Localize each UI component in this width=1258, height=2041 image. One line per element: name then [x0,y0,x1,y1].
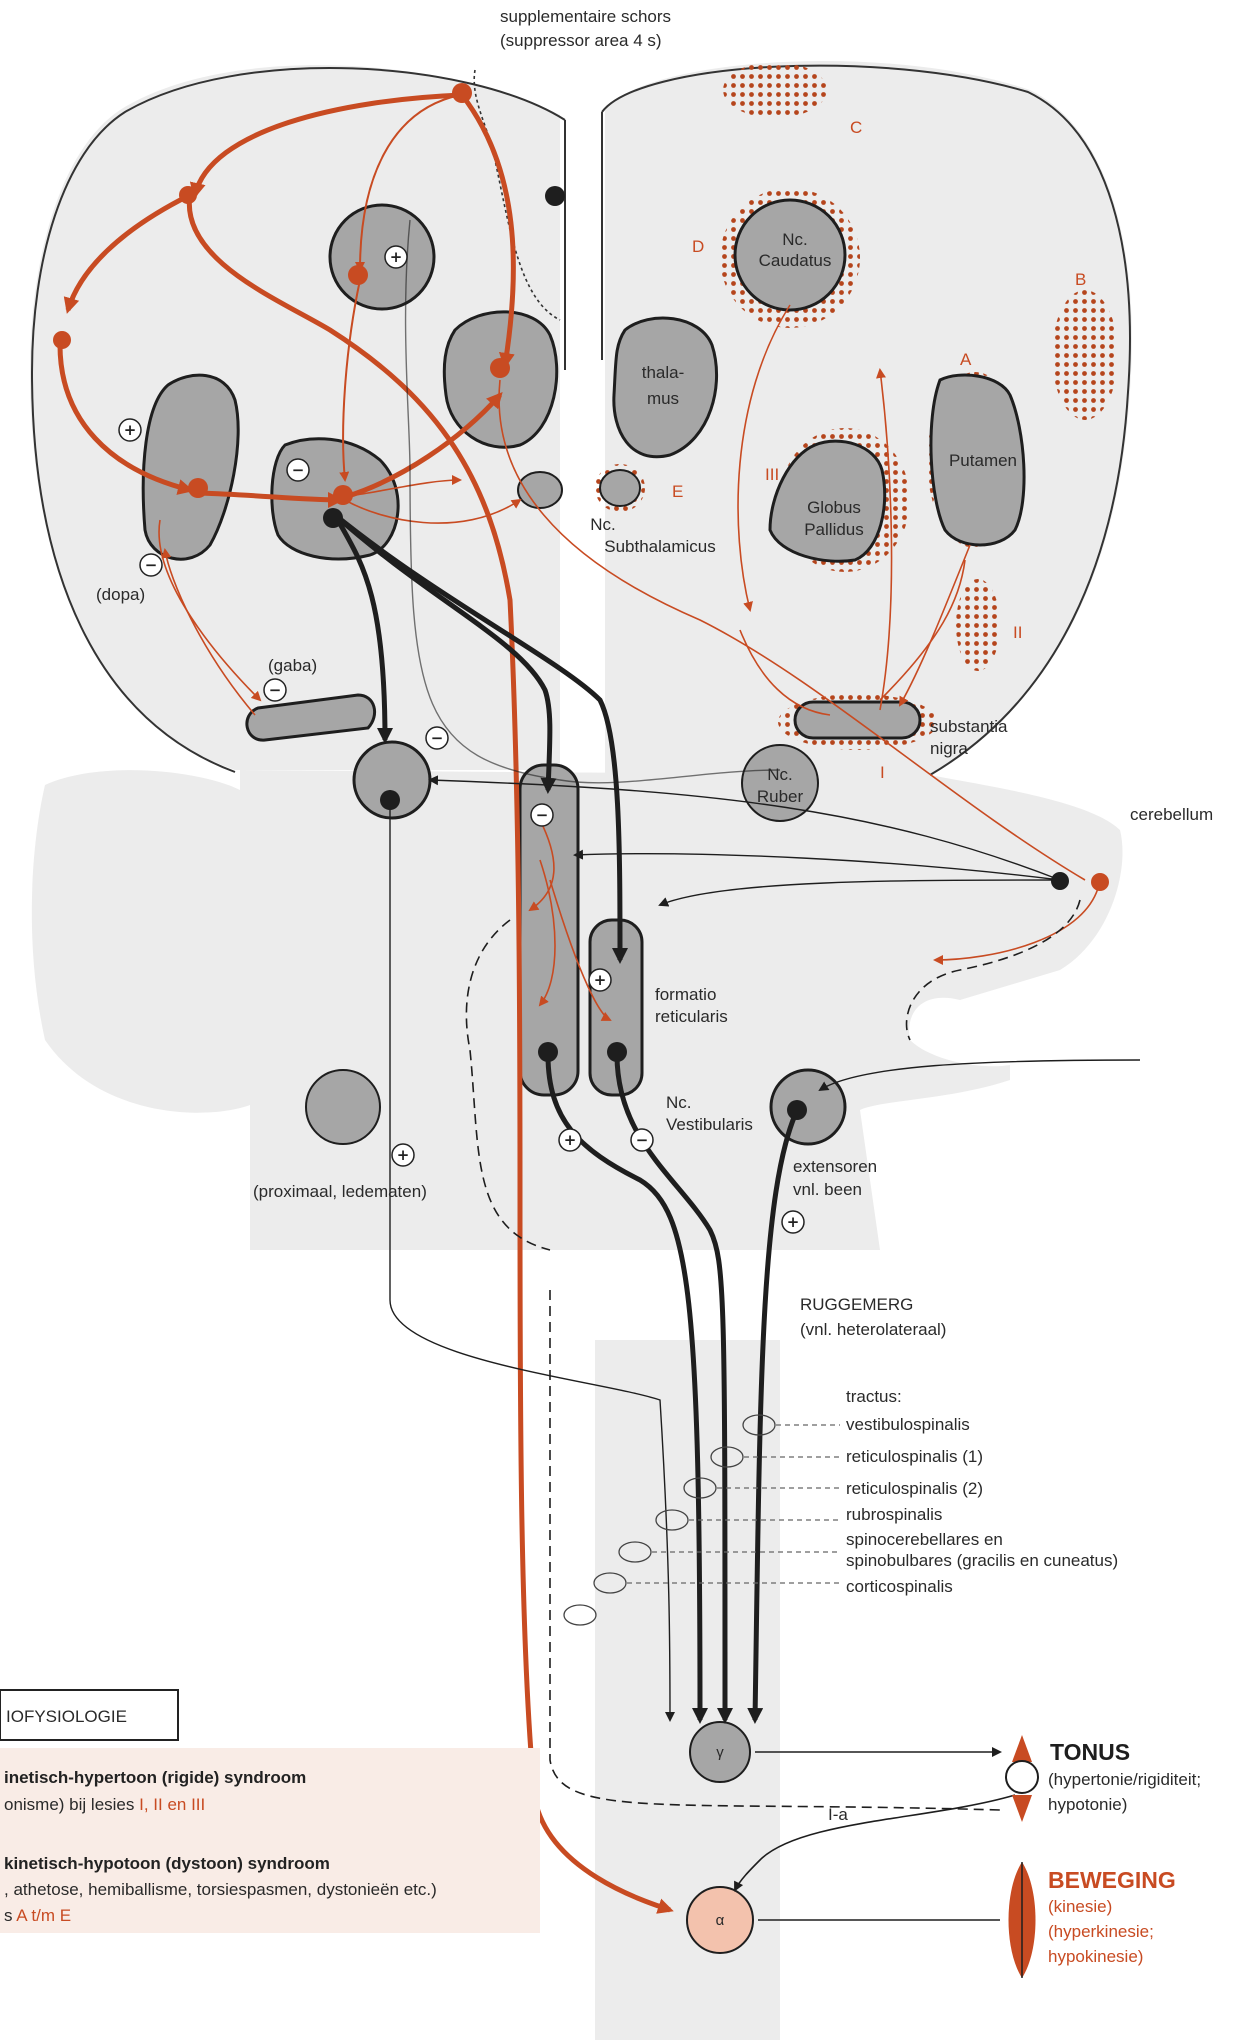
minus-sign-4: − [426,727,448,749]
extensoren-label-2: vnl. been [793,1180,862,1199]
minus-sign-1: − [287,459,309,481]
cortex-plus-nucleus [330,205,434,309]
legend-s2-sub2: s A t/m E [4,1906,71,1925]
svg-text:+: + [397,1146,410,1164]
tract-1: vestibulospinalis [846,1415,970,1434]
letter-a: A [960,350,972,369]
subthal-label-2: Subthalamicus [604,537,716,556]
letter-b: B [1075,270,1086,289]
svg-text:−: − [292,461,305,479]
tract-6: spinobulbares (gracilis en cuneatus) [846,1551,1118,1570]
spinal-title: RUGGEMERG [800,1295,913,1314]
formatio-label-1: formatio [655,985,716,1004]
caudatus-label-2: Caudatus [759,251,832,270]
alpha-label: α [716,1912,725,1929]
beweging-line-1: (kinesie) [1048,1897,1112,1916]
plus-sign-5: + [559,1129,581,1151]
plus-sign-3: + [589,969,611,991]
gamma-label: γ [716,1744,724,1761]
supp-neuron [545,186,565,206]
supp-label-2: (suppressor area 4 s) [500,31,662,50]
caudatus-label-1: Nc. [782,230,808,249]
dopa-label: (dopa) [96,585,145,604]
tract-7: corticospinalis [846,1577,953,1596]
minus-sign-2: − [140,554,162,576]
legend-s2-sub: , athetose, hemiballisme, torsiespasmen,… [4,1880,437,1899]
svg-text:+: + [594,971,607,989]
cerebellum-label: cerebellum [1130,805,1213,824]
formatio-label-2: reticularis [655,1007,728,1026]
legend-s1-title: inetisch-hypertoon (rigide) syndroom [4,1768,306,1787]
substantia-nucleus [795,702,920,738]
tractus-header: tractus: [846,1387,902,1406]
lower-left-nucleus [306,1070,380,1144]
vestibularis-label-2: Vestibularis [666,1115,753,1134]
letter-e: E [672,482,683,501]
globus-label-1: Globus [807,498,861,517]
putamen-label: Putamen [949,451,1017,470]
proximaal-label: (proximaal, ledematen) [253,1182,427,1201]
svg-text:−: − [431,729,444,747]
plus-sign-1: + [385,246,407,268]
svg-text:−: − [636,1131,649,1149]
substantia-label-1: substantia [930,717,1008,736]
tonus-title: TONUS [1050,1739,1130,1765]
thalamus-label-1: thala- [642,363,685,382]
minus-sign-3: − [264,679,286,701]
plus-sign-2: + [119,419,141,441]
plus-sign-6: + [782,1211,804,1233]
gaba-label: (gaba) [268,656,317,675]
svg-text:+: + [124,421,137,439]
svg-text:+: + [787,1213,800,1231]
svg-text:+: + [564,1131,577,1149]
tonus-line-2: hypotonie) [1048,1795,1127,1814]
extensoren-label-1: extensoren [793,1157,877,1176]
lesion-c [723,62,827,118]
svg-text:−: − [269,681,282,699]
legend: IOFYSIOLOGIE inetisch-hypertoon (rigide)… [0,1690,540,1933]
legend-s2-title: kinetisch-hypotoon (dystoon) syndroom [4,1854,330,1873]
globus-label-2: Pallidus [804,520,864,539]
ruber-label-1: Nc. [767,765,793,784]
letter-iii: III [765,465,779,484]
subthal-label-1: Nc. [590,515,616,534]
lesion-b [1052,290,1118,420]
svg-text:−: − [145,556,158,574]
legend-s1-sub: onisme) bij lesies I, II en III [4,1795,205,1814]
tract-2: reticulospinalis (1) [846,1447,983,1466]
tract-3: reticulospinalis (2) [846,1479,983,1498]
spinal-subtitle: (vnl. heterolateraal) [800,1320,946,1339]
vestibularis-nucleus [771,1070,845,1144]
ia-label: I-a [828,1805,848,1824]
supp-label-1: supplementaire schors [500,7,671,26]
legend-box-title: IOFYSIOLOGIE [6,1707,127,1726]
beweging-line-2: (hyperkinesie; [1048,1922,1154,1941]
letter-ii: II [1013,623,1022,642]
substantia-label-2: nigra [930,739,968,758]
minus-sign-5: − [531,804,553,826]
plus-sign-4: + [392,1144,414,1166]
beweging-line-3: hypokinesie) [1048,1947,1143,1966]
svg-text:−: − [536,806,549,824]
lesion-ii [956,579,1000,671]
tonus-symbol: TONUS (hypertonie/rigiditeit; hypotonie) [1006,1735,1201,1822]
tract-4: rubrospinalis [846,1505,942,1524]
tonus-line-1: (hypertonie/rigiditeit; [1048,1770,1201,1789]
beweging-title: BEWEGING [1048,1867,1176,1893]
subthal-nucleus [600,470,640,506]
minus-sign-6: − [631,1129,653,1151]
ruber-label-2: Ruber [757,787,804,806]
letter-d: D [692,237,704,256]
svg-text:+: + [390,248,403,266]
vestibularis-label-1: Nc. [666,1093,692,1112]
thalamus-label-2: mus [647,389,679,408]
letter-c: C [850,118,862,137]
letter-i: I [880,763,885,782]
beweging-symbol: BEWEGING (kinesie) (hyperkinesie; hypoki… [1009,1862,1176,1978]
tract-5: spinocerebellares en [846,1530,1003,1549]
